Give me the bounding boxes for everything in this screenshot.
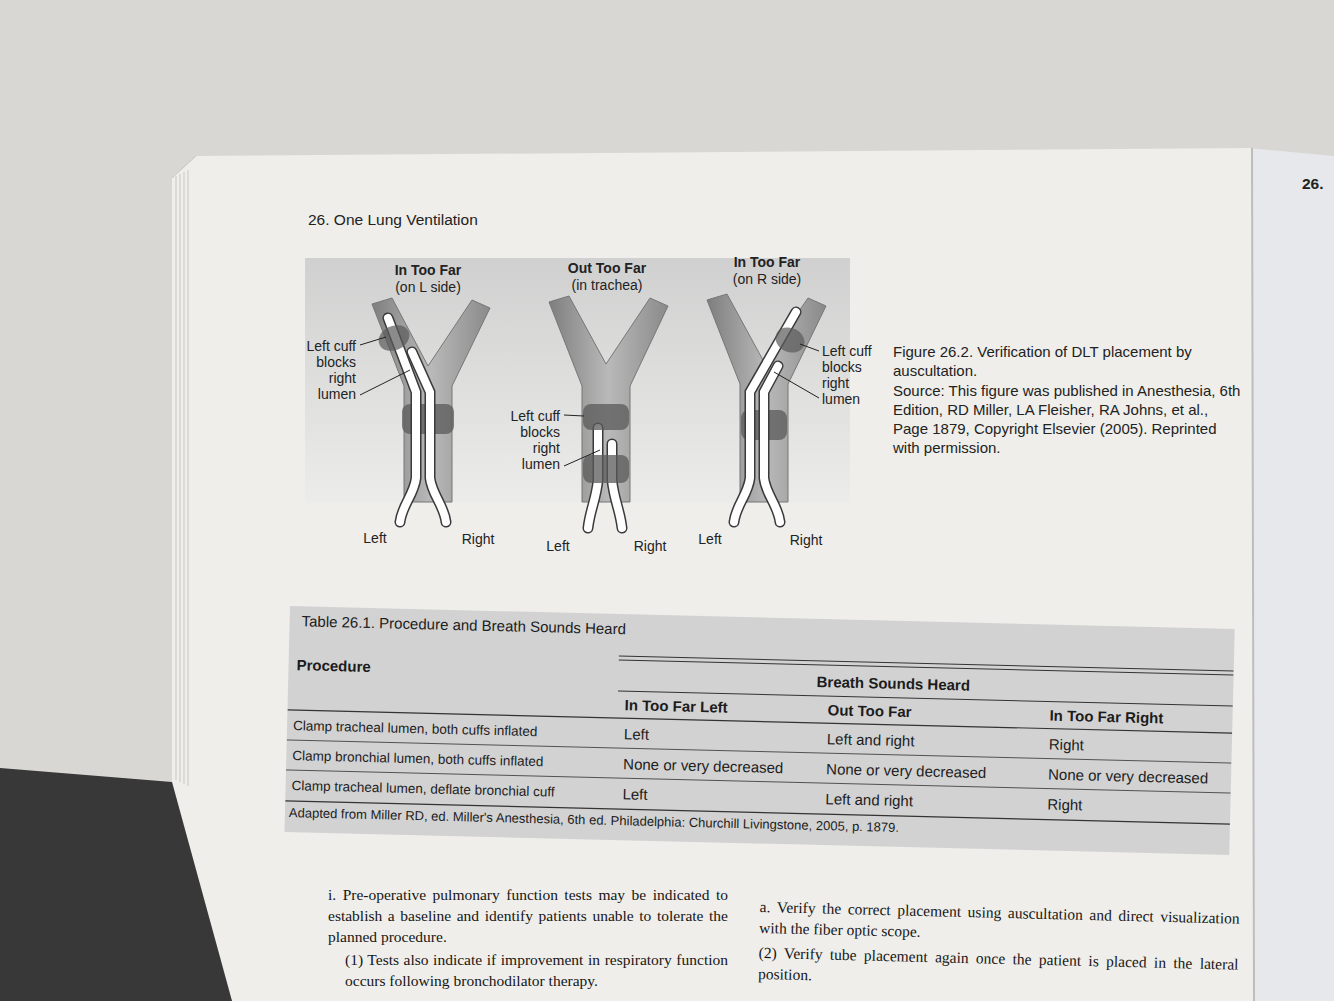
- figure-source: Source: This figure was published in Ane…: [893, 381, 1241, 457]
- leader-line: [564, 415, 584, 416]
- table-band: Table 26.1. Procedure and Breath Sounds …: [284, 606, 1234, 855]
- tube-lumen: [764, 366, 780, 522]
- table-header: Out Too Far: [827, 701, 1042, 724]
- table-header: Breath Sounds Heard: [768, 672, 1018, 696]
- table-cell: Clamp bronchial lumen, both cuffs inflat…: [292, 747, 620, 773]
- body-paragraph: (1) Tests also indicate if improvement i…: [345, 949, 728, 991]
- table-cell: Right: [1047, 796, 1227, 818]
- page-header: 26.: [1302, 175, 1332, 193]
- page-edges: [172, 156, 196, 786]
- table-cell: Left and right: [827, 730, 1042, 753]
- left-page: [172, 148, 1254, 1001]
- tube-lumen: [412, 352, 446, 522]
- table-cell: None or very decreased: [623, 755, 823, 778]
- panel-heading: In Too Far: [712, 254, 822, 270]
- side-label: Right: [628, 538, 672, 554]
- panel-subheading: (on R side): [712, 271, 822, 287]
- table-cell: Left: [624, 725, 824, 748]
- callout-label: Left cuff blocks right lumen: [494, 408, 560, 472]
- bronchial-cuff: [771, 323, 808, 357]
- tube-lumen: [412, 352, 446, 522]
- bronchial-cuff: [583, 404, 629, 430]
- panel-heading: In Too Far: [373, 262, 483, 278]
- table-cell: Left and right: [825, 790, 1040, 813]
- table-header: Procedure: [296, 656, 496, 679]
- side-label: Left: [355, 530, 395, 546]
- table-rule: [619, 656, 1234, 671]
- table-cell: Left: [622, 785, 822, 808]
- tracheal-cuff: [583, 455, 629, 483]
- body-paragraph: i. Pre-operative pulmonary function test…: [328, 884, 728, 947]
- book-gutter: [1252, 148, 1254, 1001]
- body-paragraph: (2) Verify tube placement again once the…: [758, 942, 1239, 996]
- panel-subheading: (in trachea): [552, 277, 662, 293]
- table-title: Table 26.1. Procedure and Breath Sounds …: [301, 612, 901, 645]
- side-label: Left: [690, 531, 730, 547]
- body-column: a. Verify the correct placement using au…: [758, 896, 1240, 1001]
- leader-line: [564, 450, 600, 466]
- leader-line: [800, 344, 819, 351]
- right-page: [1248, 148, 1334, 1001]
- tube-lumen: [764, 366, 780, 522]
- table-cell: Clamp tracheal lumen, both cuffs inflate…: [293, 717, 621, 743]
- body-paragraph: a. Verify the correct placement using au…: [759, 896, 1240, 950]
- side-label: Right: [784, 532, 828, 548]
- running-header: 26. One Lung Ventilation: [308, 211, 478, 229]
- bronchial-cuff: [374, 320, 413, 355]
- table-rule: [619, 660, 1234, 675]
- table-cell: Right: [1049, 736, 1229, 758]
- callout-label: Left cuff blocks right lumen: [822, 343, 888, 407]
- side-label: Left: [538, 538, 578, 554]
- panel-subheading: (on L side): [373, 279, 483, 295]
- callout-label: Left cuff blocks right lumen: [290, 338, 356, 402]
- figure-caption: Figure 26.2. Verification of DLT placeme…: [893, 342, 1241, 380]
- side-label: Right: [456, 531, 500, 547]
- panel-heading: Out Too Far: [552, 260, 662, 276]
- table-cell: Clamp tracheal lumen, deflate bronchial …: [291, 777, 619, 803]
- leader-line: [774, 372, 819, 398]
- table-cell: None or very decreased: [826, 760, 1041, 783]
- airway-tree: [549, 296, 668, 502]
- table-cell: None or very decreased: [1048, 766, 1228, 788]
- leader-line: [360, 337, 386, 345]
- table-header: In Too Far Right: [1049, 707, 1229, 729]
- dark-corner: [0, 768, 232, 1001]
- table-header: In Too Far Left: [624, 696, 824, 719]
- leader-line: [360, 370, 410, 395]
